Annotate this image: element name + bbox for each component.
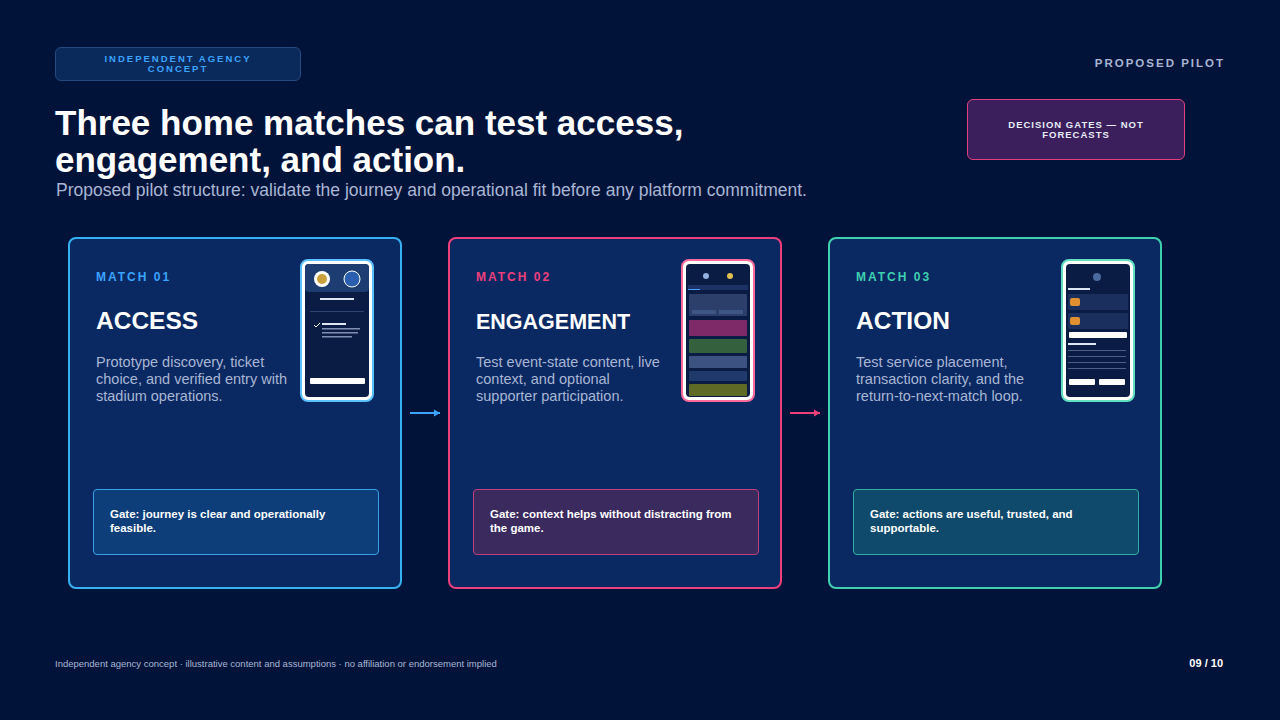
stage-card: MATCH 03 ACTION Test service placement, tr…: [828, 237, 1162, 589]
arrow-line: [410, 412, 440, 414]
stage-heading: ACTION: [856, 307, 950, 335]
decision-badge: DECISION GATES — NOT FORECASTS: [967, 99, 1185, 160]
footer-note: Independent agency concept · illustrativ…: [55, 658, 497, 669]
badge-label: DECISION GATES — NOT FORECASTS: [994, 120, 1159, 140]
stage-heading: ACCESS: [96, 307, 198, 335]
gate-criterion: Gate: journey is clear and operationally…: [110, 507, 364, 535]
match-label: MATCH 02: [476, 270, 551, 284]
gate-criterion: Gate: actions are useful, trusted, and s…: [870, 507, 1124, 535]
stage-description: Test service placement, transaction clar…: [856, 354, 1048, 405]
concept-pill: INDEPENDENT AGENCY CONCEPT: [55, 47, 301, 81]
section-label: PROPOSED PILOT: [1095, 57, 1225, 69]
pill-label: INDEPENDENT AGENCY CONCEPT: [91, 54, 266, 74]
gate-box: Gate: actions are useful, trusted, and s…: [853, 489, 1139, 555]
arrow-head: [434, 409, 440, 416]
match-label: MATCH 03: [856, 270, 931, 284]
phone-action: [1062, 260, 1134, 401]
arrow-line: [790, 412, 820, 414]
flow-arrow: [790, 409, 820, 416]
phone-engagement: [682, 260, 754, 401]
stage-heading: ENGAGEMENT: [476, 310, 630, 335]
subtitle: Proposed pilot structure: validate the j…: [56, 180, 807, 201]
phone-access: [301, 260, 373, 401]
stage-card: MATCH 02 ENGAGEMENT Test event-state conte…: [448, 237, 782, 589]
stage-description: Test event-state content, live context, …: [476, 354, 668, 405]
stage-description: Prototype discovery, ticket choice, and …: [96, 354, 288, 405]
arrow-head: [814, 409, 820, 416]
stage-card: MATCH 01 ACCESS Prototype discovery, ticke…: [68, 237, 402, 589]
page-number: 09 / 10: [1189, 657, 1223, 669]
flow-arrow: [410, 409, 440, 416]
gate-box: Gate: journey is clear and operationally…: [93, 489, 379, 555]
slide-title: Three home matches can test access, enga…: [55, 104, 755, 178]
gate-box: Gate: context helps without distracting …: [473, 489, 759, 555]
match-label: MATCH 01: [96, 270, 171, 284]
gate-criterion: Gate: context helps without distracting …: [490, 507, 744, 535]
